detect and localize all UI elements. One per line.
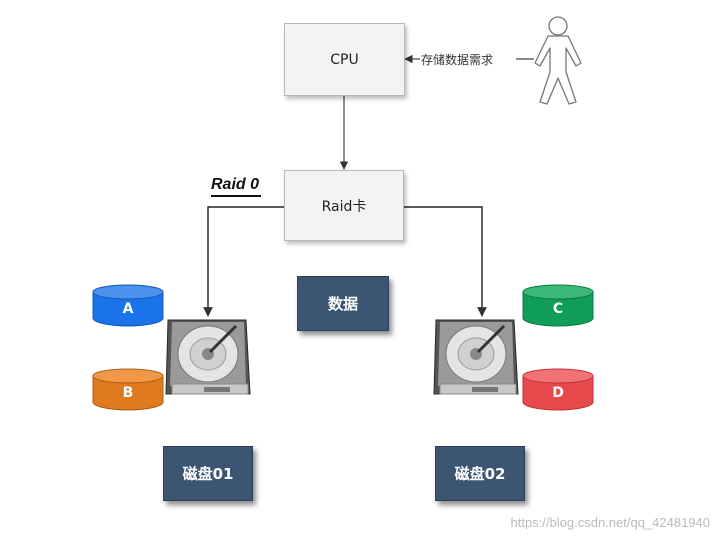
raid-card-box: Raid卡 (284, 170, 404, 241)
raid-card-label: Raid卡 (321, 198, 367, 215)
block-b-label: B (122, 385, 134, 401)
block-c-cylinder: C (522, 284, 594, 328)
data-label: 数据 (327, 295, 358, 313)
watermark: https://blog.csdn.net/qq_42481940 (510, 515, 711, 530)
block-c-label: C (552, 301, 564, 317)
cpu-box: CPU (284, 23, 405, 96)
disk02-label: 磁盘02 (454, 465, 506, 483)
block-a-cylinder: A (92, 284, 164, 328)
disk02-box: 磁盘02 (435, 446, 525, 501)
data-box: 数据 (297, 276, 389, 331)
disk01-label: 磁盘01 (182, 465, 234, 483)
block-b-cylinder: B (92, 368, 164, 412)
request-label: 存储数据需求 (421, 53, 494, 67)
block-a-label: A (122, 301, 134, 317)
cpu-label: CPU (330, 51, 359, 68)
block-d-label: D (552, 385, 564, 401)
raid-to-disk02-arrow (404, 206, 487, 317)
disk01-box: 磁盘01 (163, 446, 253, 501)
raid-to-disk01-arrow (203, 206, 284, 317)
raid-level-title: Raid 0 (211, 176, 262, 197)
block-d-cylinder: D (522, 368, 594, 412)
